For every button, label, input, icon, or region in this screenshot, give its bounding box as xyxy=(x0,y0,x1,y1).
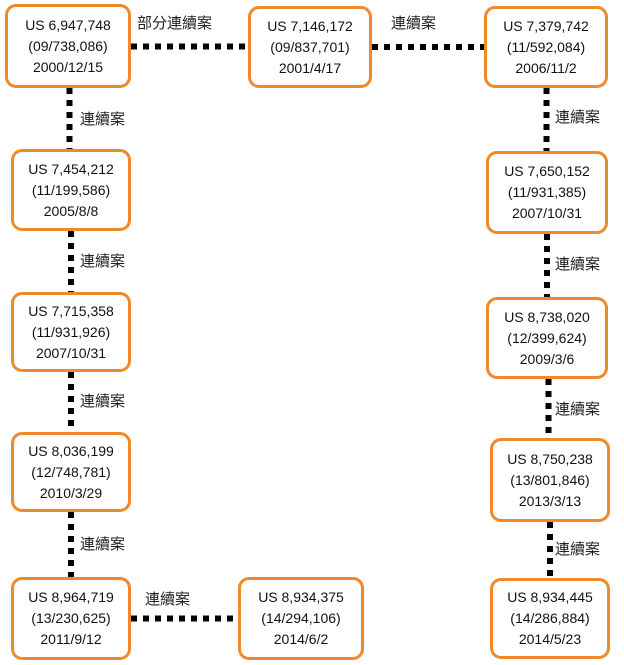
patent-node-us8964719: US 8,964,719 (13/230,625) 2011/9/12 xyxy=(11,577,131,660)
patent-patent: US 7,650,152 xyxy=(504,163,590,179)
patent-application: (11/199,586) xyxy=(31,181,111,198)
patent-patent: US 8,036,199 xyxy=(28,442,114,459)
patent-node-us8036199: US 8,036,199 (12/748,781) 2010/3/29 xyxy=(11,432,131,512)
patent-date: 2006/11/2 xyxy=(515,59,577,76)
patent-patent: US 8,738,020 xyxy=(504,308,590,325)
patent-application: (11/931,385) xyxy=(507,184,587,200)
edge-label-us8964719-us8934375: 連續案 xyxy=(145,590,191,608)
patent-node-us7715358: US 7,715,358 (11/931,926) 2007/10/31 xyxy=(11,292,131,372)
patent-application: (11/592,084) xyxy=(506,38,586,55)
patent-patent: US 8,750,238 xyxy=(507,450,593,467)
patent-application: (14/286,884) xyxy=(510,610,590,626)
edge-label-us8036199-us8964719: 連續案 xyxy=(80,535,126,553)
patent-node-us8934375: US 8,934,375 (14/294,106) 2014/6/2 xyxy=(238,577,364,660)
patent-application: (12/399,624) xyxy=(507,329,587,346)
edge-label-us7379742-us7650152: 連續案 xyxy=(555,108,601,126)
patent-date: 2010/3/29 xyxy=(39,484,103,501)
edge-label-us7715358-us8036199: 連續案 xyxy=(80,392,126,410)
patent-patent: US 8,964,719 xyxy=(28,589,114,605)
patent-date: 2007/10/31 xyxy=(35,344,107,361)
patent-patent: US 8,934,375 xyxy=(258,589,344,605)
patent-application: (13/230,625) xyxy=(31,610,111,626)
patent-patent: US 6,947,748 xyxy=(25,16,111,33)
edge-label-us7650152-us8738020: 連續案 xyxy=(555,255,601,273)
patent-patent: US 8,934,445 xyxy=(507,589,593,605)
patent-date: 2014/5/23 xyxy=(518,631,582,647)
edge-label-us8750238-us8934445: 連續案 xyxy=(555,540,601,558)
edge-label-us7146172-us7379742: 連續案 xyxy=(391,14,437,32)
patent-patent: US 7,454,212 xyxy=(28,160,114,177)
patent-node-us8738020: US 8,738,020 (12/399,624) 2009/3/6 xyxy=(486,297,608,379)
patent-node-us6947748: US 6,947,748 (09/738,086) 2000/12/15 xyxy=(5,4,131,88)
patent-date: 2013/3/13 xyxy=(518,492,582,509)
patent-date: 2009/3/6 xyxy=(519,350,575,367)
patent-patent: US 7,715,358 xyxy=(28,302,114,319)
edge-label-us8738020-us8750238: 連續案 xyxy=(555,400,601,418)
patent-node-us7454212: US 7,454,212 (11/199,586) 2005/8/8 xyxy=(11,149,131,231)
patent-date: 2001/4/17 xyxy=(278,59,342,76)
patent-patent: US 7,379,742 xyxy=(503,17,589,34)
patent-date: 2007/10/31 xyxy=(511,205,583,221)
patent-application: (09/837,701) xyxy=(270,38,350,55)
patent-application: (11/931,926) xyxy=(31,323,111,340)
patent-node-us7650152: US 7,650,152 (11/931,385) 2007/10/31 xyxy=(486,151,608,234)
patent-node-us7146172: US 7,146,172 (09/837,701) 2001/4/17 xyxy=(248,6,372,88)
patent-node-us8934445: US 8,934,445 (14/286,884) 2014/5/23 xyxy=(490,578,610,659)
patent-application: (14/294,106) xyxy=(261,610,341,626)
patent-node-us7379742: US 7,379,742 (11/592,084) 2006/11/2 xyxy=(484,6,608,88)
edge-label-us7454212-us7715358: 連續案 xyxy=(80,252,126,270)
patent-application: (13/801,846) xyxy=(510,471,590,488)
patent-application: (09/738,086) xyxy=(28,37,108,54)
patent-date: 2000/12/15 xyxy=(32,58,104,75)
patent-node-us8750238: US 8,750,238 (13/801,846) 2013/3/13 xyxy=(490,438,610,522)
patent-patent: US 7,146,172 xyxy=(267,17,353,34)
edge-label-us6947748-us7146172: 部分連續案 xyxy=(137,14,213,32)
edge-label-us6947748-us7454212: 連續案 xyxy=(80,110,126,128)
patent-date: 2005/8/8 xyxy=(43,202,99,219)
patent-application: (12/748,781) xyxy=(31,463,111,480)
patent-date: 2011/9/12 xyxy=(40,631,102,647)
patent-date: 2014/6/2 xyxy=(273,631,329,647)
